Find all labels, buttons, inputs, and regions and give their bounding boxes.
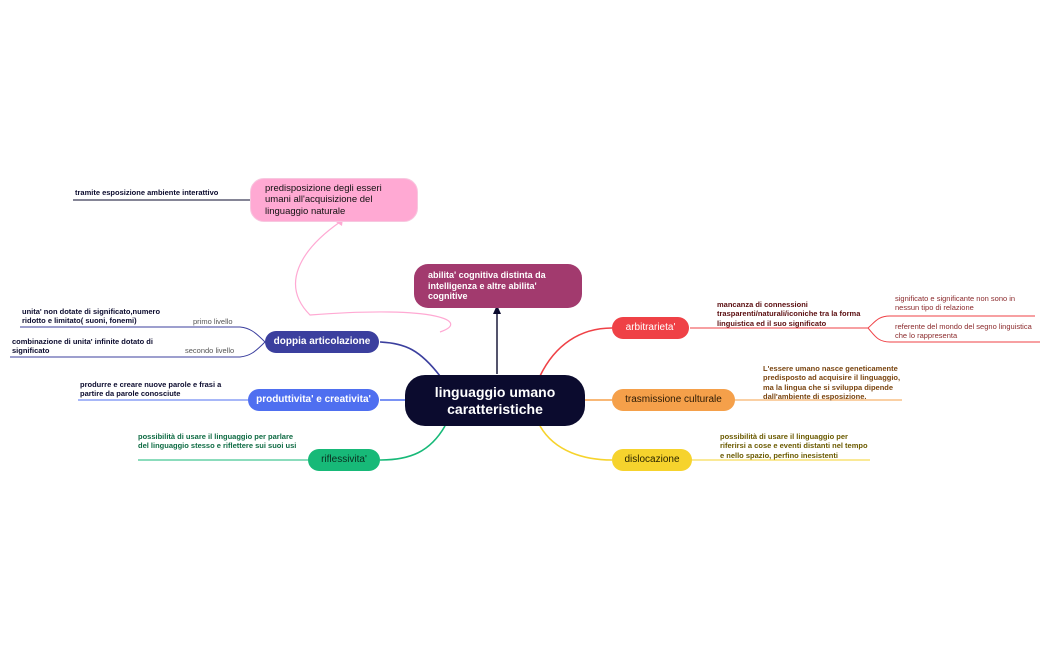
- text-secondo-livello: combinazione di unita' infinite dotato d…: [12, 337, 153, 356]
- text-primo-livello: unita' non dotate di significato,numero …: [22, 307, 161, 326]
- text-arbitrarieta-sub2: referente del mondo del segno linguistic…: [895, 322, 1032, 341]
- label-secondo-livello: secondo livello: [185, 346, 235, 355]
- node-produttivita-creativita[interactable]: produttivita' e creativita': [248, 389, 379, 411]
- node-predisposizione[interactable]: predisposizione degli esseri umani all'a…: [250, 178, 418, 222]
- link-predisposizione: [294, 221, 452, 333]
- link-riflessivita: [379, 425, 446, 461]
- node-arbitrarieta[interactable]: arbitrarieta': [612, 317, 689, 339]
- node-riflessivita[interactable]: riflessivita': [308, 449, 380, 471]
- text-arbitrarieta-sub1: significato e significante non sono in n…: [895, 294, 1016, 313]
- text-dislocazione: possibilità di usare il linguaggio per r…: [720, 432, 868, 460]
- node-dislocazione[interactable]: dislocazione: [612, 449, 692, 471]
- text-produttivita: produrre e creare nuove parole e frasi a…: [80, 380, 222, 399]
- predisposizione-note: tramite esposizione ambiente interattivo: [75, 188, 219, 197]
- central-topic[interactable]: linguaggio umano caratteristiche: [405, 375, 585, 426]
- text-arbitrarieta: mancanza di connessioni trasparenti/natu…: [717, 300, 861, 328]
- node-abilita[interactable]: abilita' cognitiva distinta da intellige…: [414, 264, 582, 308]
- label-primo-livello: primo livello: [193, 317, 233, 326]
- link-dislocazione: [539, 425, 613, 461]
- link-arbitrarieta: [539, 327, 613, 377]
- node-doppia-articolazione[interactable]: doppia articolazione: [265, 331, 379, 353]
- arrowhead-abilita: [493, 305, 501, 314]
- node-trasmissione-culturale[interactable]: trasmissione culturale: [612, 389, 735, 411]
- link-doppia: [379, 341, 441, 377]
- text-trasmissione: L'essere umano nasce geneticamente predi…: [763, 364, 901, 402]
- text-riflessivita: possibilità di usare il linguaggio per p…: [138, 432, 297, 451]
